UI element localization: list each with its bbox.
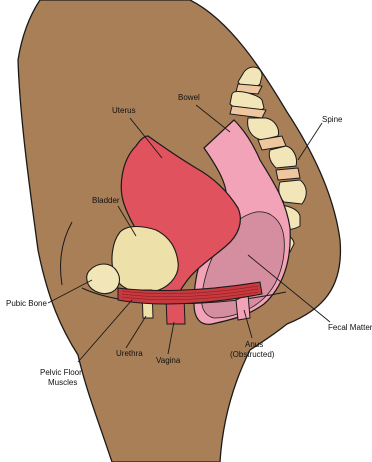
label-fecal-matter: Fecal Matter — [328, 323, 372, 332]
label-anus-line2: (Obstructed) — [230, 350, 275, 359]
label-vagina: Vagina — [156, 356, 181, 365]
label-pubic-bone: Pubic Bone — [6, 299, 47, 308]
label-bladder: Bladder — [92, 196, 120, 205]
vertebra-joint — [276, 168, 300, 180]
label-anus-line1: Anus — [245, 340, 263, 349]
pubic-bone — [87, 264, 120, 294]
label-bowel: Bowel — [178, 93, 200, 102]
label-spine: Spine — [322, 115, 343, 124]
label-uterus: Uterus — [112, 106, 136, 115]
label-urethra: Urethra — [116, 349, 143, 358]
label-pelvic-floor-line1: Pelvic Floor — [40, 368, 82, 377]
vertebra — [269, 146, 296, 168]
label-pelvic-floor-line2: Muscles — [48, 378, 77, 387]
